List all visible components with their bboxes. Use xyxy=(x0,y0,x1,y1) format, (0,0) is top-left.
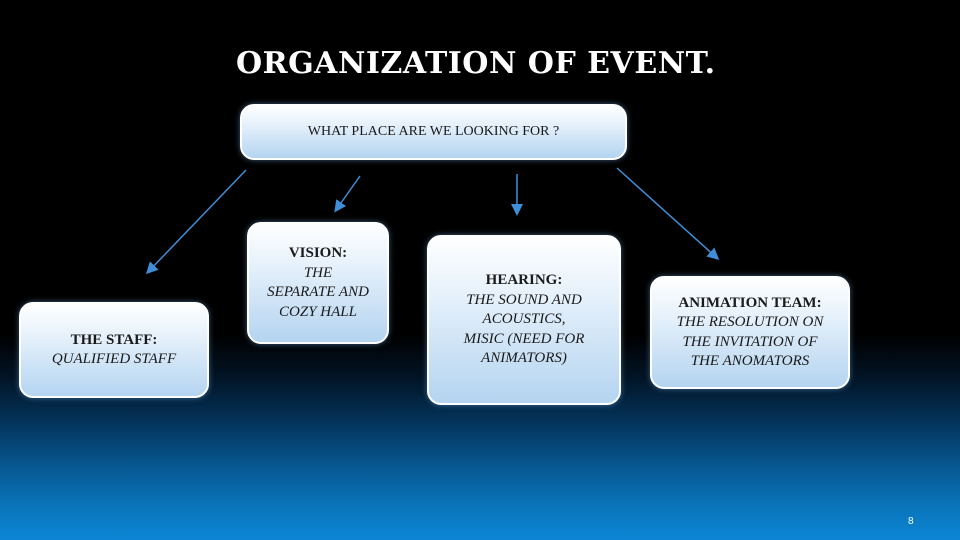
arrow-to-vision xyxy=(334,175,361,213)
staff-node-text: QUALIFIED STAFF xyxy=(51,351,177,367)
vision-node-text-line: SEPARATE AND xyxy=(267,284,369,300)
vision-node-text-line: THE xyxy=(303,264,333,281)
hearing-node-text-line: ACOUSTICS, xyxy=(482,311,566,328)
animation-team-node-text-line: THE ANOMATORS xyxy=(690,353,810,369)
arrow-to-animation xyxy=(616,167,720,261)
hearing-node-text-line: ANIMATORS) xyxy=(481,350,567,367)
hearing-node-title: HEARING: xyxy=(485,272,563,289)
staff-node-box: THE STAFF: QUALIFIED STAFF xyxy=(19,302,209,398)
animation-team-node-box: ANIMATION TEAM: THE RESOLUTION ON THE IN… xyxy=(650,276,850,389)
root-node-box: WHAT PLACE ARE WE LOOKING FOR ? xyxy=(240,104,627,160)
page-number: 8 xyxy=(908,516,914,527)
hearing-node-text-line: MISIC (NEED FOR xyxy=(463,330,585,347)
slide-title: ORGANIZATION OF EVENT. xyxy=(236,46,716,81)
vision-node-text-line: COZY HALL xyxy=(279,303,357,320)
vision-node-box: VISION: THE SEPARATE AND COZY HALL xyxy=(247,222,389,344)
hearing-node-box: HEARING: THE SOUND AND ACOUSTICS, MISIC … xyxy=(427,235,621,405)
root-node-text: WHAT PLACE ARE WE LOOKING FOR ? xyxy=(307,123,560,139)
animation-team-node-text-line: THE RESOLUTION ON xyxy=(676,314,824,330)
staff-node-title: THE STAFF: xyxy=(70,331,158,348)
arrow-to-staff xyxy=(145,169,247,275)
hearing-node-text-line: THE SOUND AND xyxy=(466,291,582,308)
vision-node-title: VISION: xyxy=(288,245,348,261)
animation-team-node-title: ANIMATION TEAM: xyxy=(678,294,822,311)
animation-team-node-text-line: THE INVITATION OF xyxy=(682,333,818,350)
